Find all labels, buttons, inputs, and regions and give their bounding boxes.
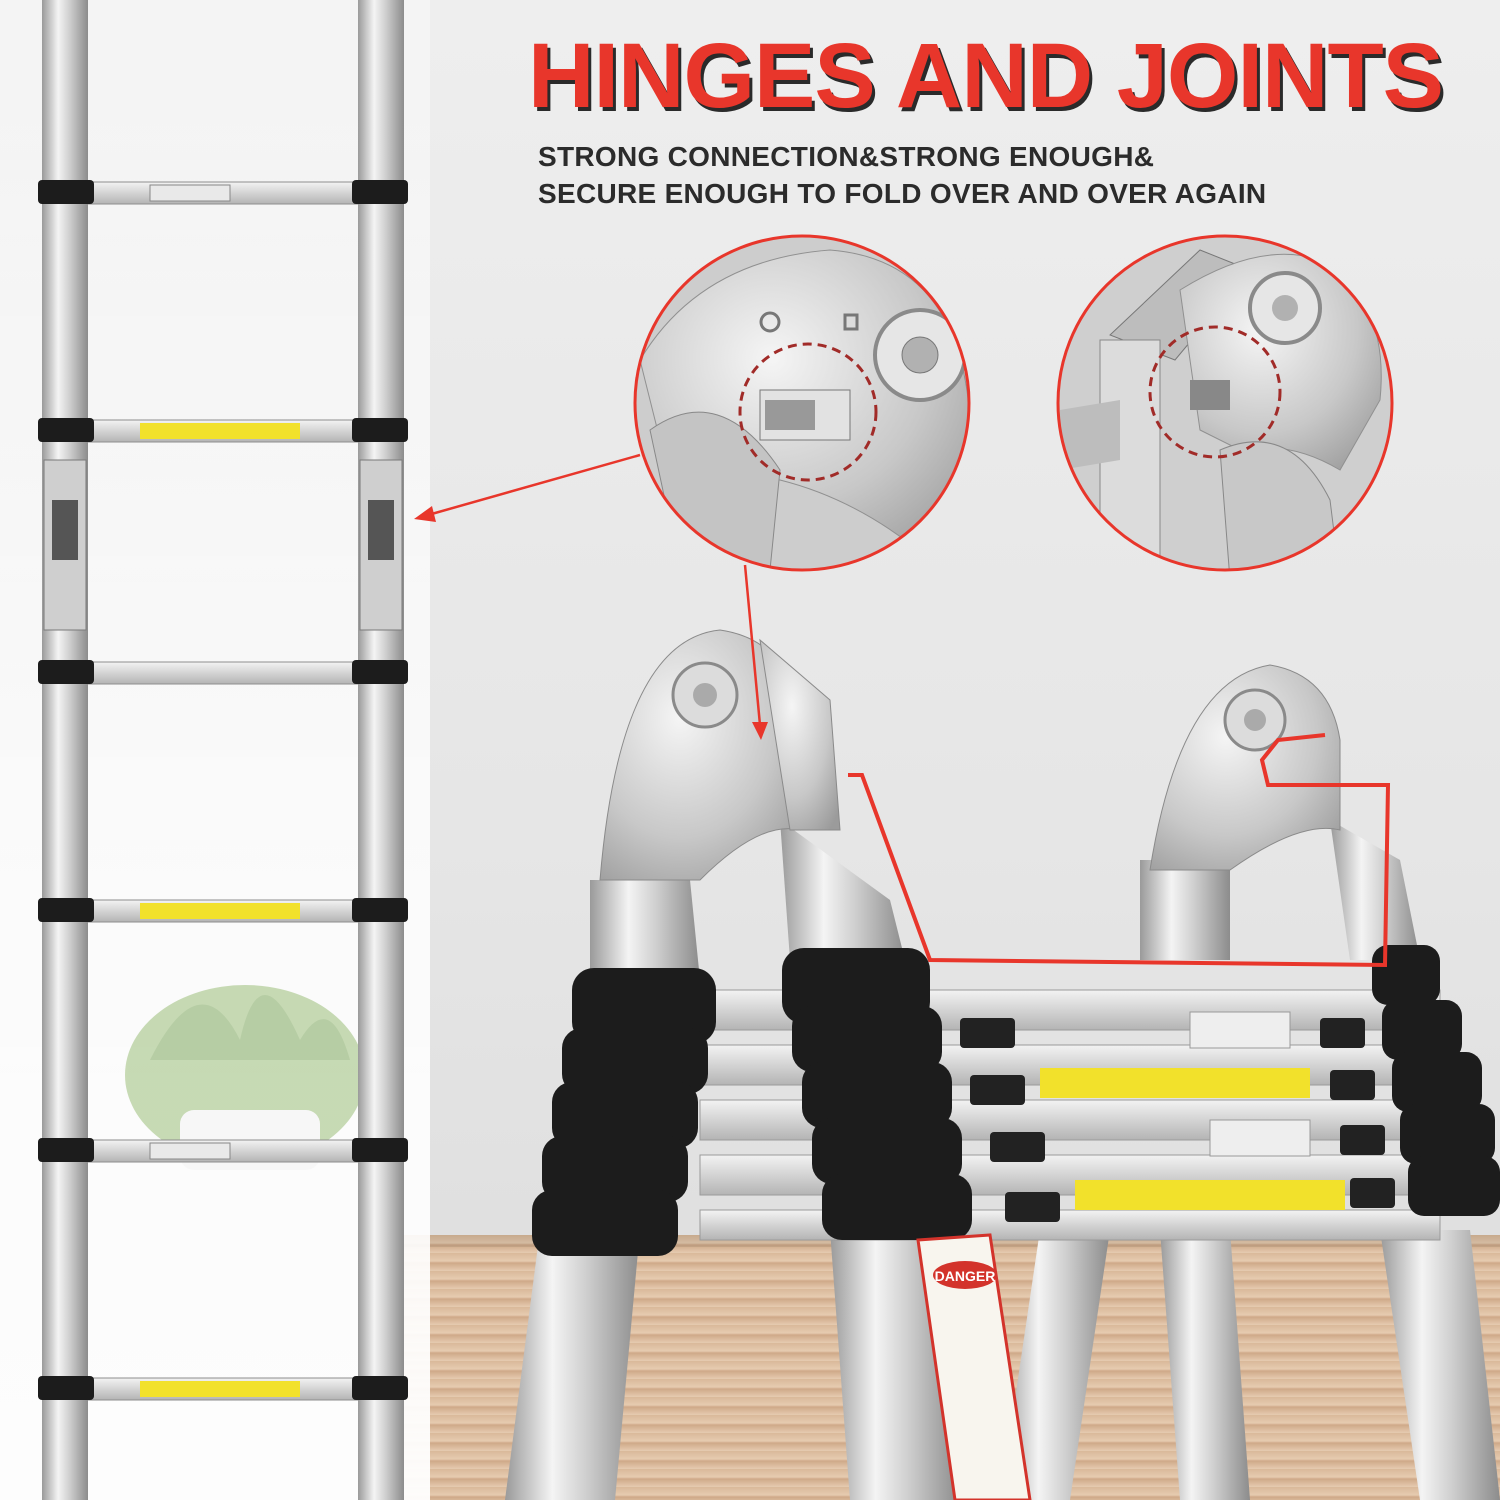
hinge-detail-circle-left (633, 234, 971, 572)
focus-ring-right (1148, 325, 1282, 459)
subtitle: STRONG CONNECTION&STRONG ENOUGH& SECURE … (538, 138, 1458, 212)
pointer-arrows (414, 453, 768, 740)
subtitle-line-2: SECURE ENOUGH TO FOLD OVER AND OVER AGAI… (538, 178, 1267, 209)
subtitle-line-1: STRONG CONNECTION&STRONG ENOUGH& (538, 141, 1155, 172)
headline: HINGES AND JOINTS (528, 25, 1444, 127)
hinge-detail-circle-right (1056, 234, 1394, 572)
danger-label-text: DANGER (935, 1268, 996, 1284)
focus-ring-left (738, 342, 878, 482)
telescopic-ladder (38, 0, 408, 1500)
foam-caps (532, 945, 1500, 1256)
highlight-outline (848, 733, 1391, 968)
a-frame-ladder: DANGER (505, 629, 1500, 1500)
danger-label: DANGER (916, 1233, 1032, 1500)
ladder-hinge (43, 459, 403, 631)
ladder-rungs (38, 180, 408, 1401)
